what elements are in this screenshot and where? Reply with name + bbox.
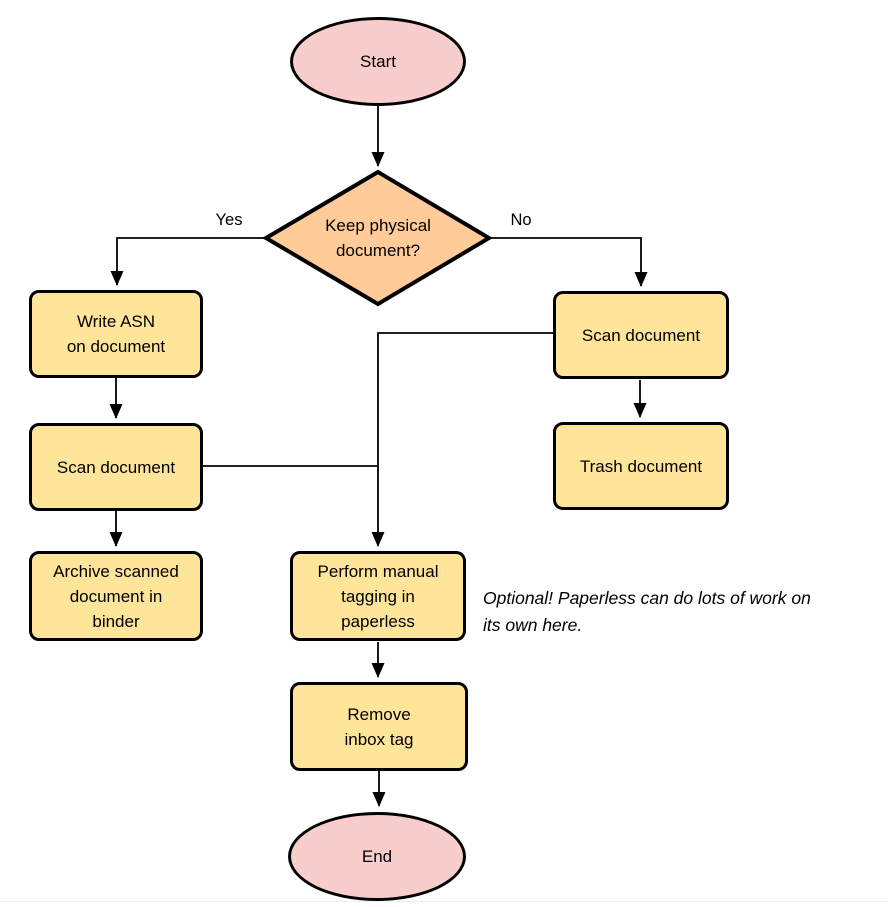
scan-document-right-label: Scan document [581, 325, 701, 345]
flowchart-node-write-asn: Write ASN on document [29, 290, 203, 378]
edge-decision-yes-to-write-asn [110, 237, 265, 286]
edge-label-no: No [510, 211, 532, 229]
optional-note: Optional! Paperless can do lots of work … [483, 588, 811, 635]
edge-label-yes: Yes [215, 211, 243, 229]
page-bottom-divider [0, 901, 888, 902]
scan-document-left-label: Scan document [56, 457, 176, 477]
flowchart-node-scan-document-right: Scan document [553, 291, 729, 379]
start-label: Start [360, 52, 396, 71]
flowchart-node-decision-keep-physical: Keep physical document? [288, 205, 468, 271]
remove-inbox-tag-label: Remove inbox tag [344, 704, 414, 749]
flowchart-node-perform-manual-tagging: Perform manual tagging in paperless [290, 551, 466, 641]
perform-manual-tagging-label: Perform manual tagging in paperless [317, 561, 439, 631]
flowchart-node-trash-document: Trash document [553, 422, 729, 510]
edge-scan-right-to-perform-tagging [371, 332, 553, 547]
end-label: End [361, 847, 393, 866]
archive-scanned-label: Archive scanned document in binder [53, 561, 179, 631]
decision-label: Keep physical document? [325, 216, 431, 260]
flowchart-node-archive-scanned: Archive scanned document in binder [29, 551, 203, 641]
edge-decision-no-to-scan-right [490, 237, 648, 287]
flowchart-node-remove-inbox-tag: Remove inbox tag [290, 682, 468, 771]
write-asn-label: Write ASN on document [66, 312, 166, 356]
flowchart-node-end: End [288, 812, 466, 901]
flowchart-node-start: Start [290, 17, 466, 106]
trash-document-label: Trash document [579, 456, 703, 476]
decision-diamond-shape [262, 169, 493, 307]
flowchart-node-scan-document-left: Scan document [29, 423, 203, 511]
